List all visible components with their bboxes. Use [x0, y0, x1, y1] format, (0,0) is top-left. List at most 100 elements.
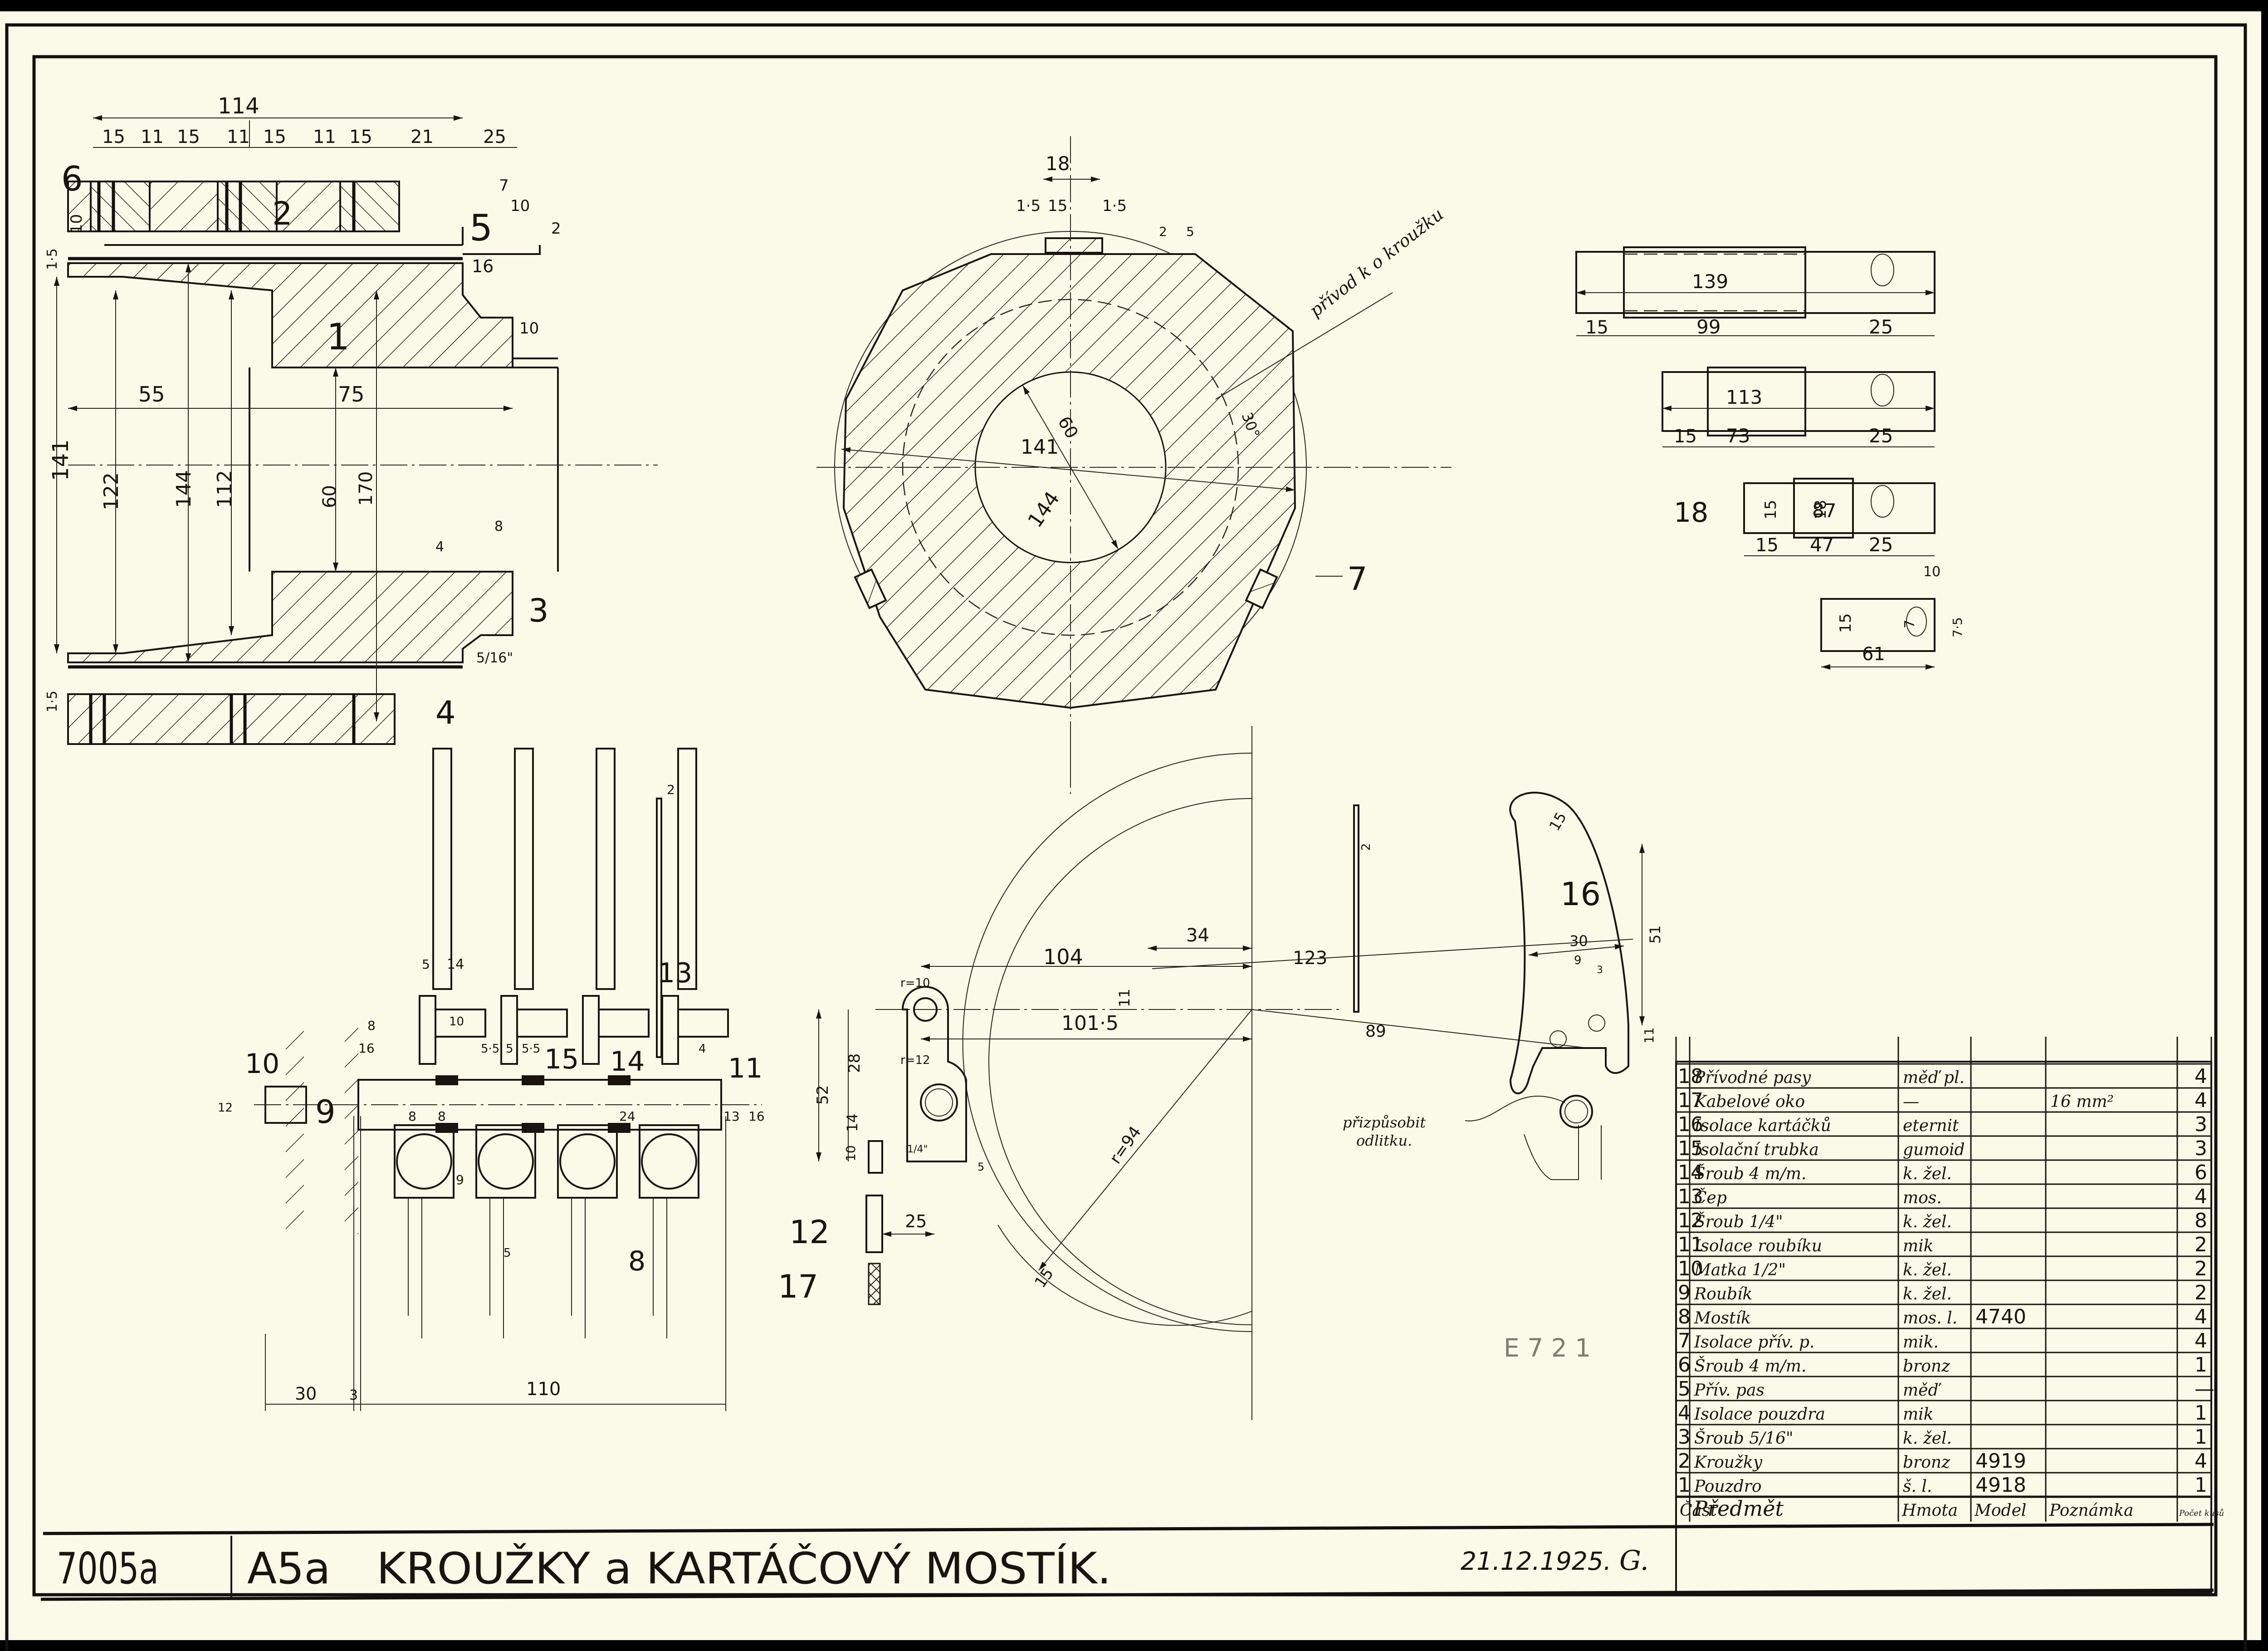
dim-114: 114 — [218, 93, 259, 119]
dim-2: 2 — [1159, 224, 1167, 239]
ins-dim-11: 11 — [1642, 1027, 1657, 1044]
ins-note-line1: přizpůsobit — [1343, 1114, 1426, 1131]
cell-item: Mostík — [1694, 1309, 1751, 1328]
cell-item: Isolační trubka — [1694, 1141, 1819, 1159]
cell-material: mik — [1903, 1405, 1933, 1424]
cell-material: mik — [1903, 1237, 1933, 1255]
cell-item: Isolace roubíku — [1694, 1237, 1822, 1255]
bridge-dim-2: 2 — [667, 782, 675, 797]
cell-material: eternit — [1903, 1117, 1959, 1135]
cell-material: bronz — [1903, 1453, 1950, 1472]
dim-chain-3: 11 — [227, 127, 250, 147]
dim-141: 141 — [48, 439, 73, 481]
bridge-dim-5-5b: 5·5 — [522, 1042, 540, 1056]
cell-material: š. l. — [1903, 1477, 1932, 1496]
cell-material: gumoid — [1903, 1141, 1965, 1159]
cell-part: 7 — [1678, 1329, 1691, 1352]
cell-part: 17 — [1678, 1089, 1703, 1112]
cell-material: k. žel. — [1903, 1429, 1952, 1448]
cell-qty: 8 — [2195, 1209, 2207, 1232]
cell-qty: 4 — [2195, 1305, 2207, 1328]
bridge-dim-5: 5 — [422, 957, 430, 972]
strip2-mid: 73 — [1726, 425, 1750, 447]
bridge-dim-8c: 8 — [438, 1109, 446, 1124]
cell-part: 3 — [1678, 1426, 1691, 1449]
cell-model: 4918 — [1975, 1474, 2026, 1497]
arc-dim-11: 11 — [1116, 989, 1133, 1007]
part-label-16: 16 — [1560, 876, 1601, 913]
dim-10a: 10 — [510, 197, 530, 215]
part-label-11: 11 — [728, 1053, 763, 1084]
table-header-model: Model — [1974, 1501, 2026, 1520]
bridge-dim-5-5a: 5·5 — [481, 1042, 499, 1056]
table-header-item: Předmět — [1693, 1496, 1784, 1521]
cell-item: Přívodné pasy — [1694, 1068, 1811, 1087]
bridge-dim-9: 9 — [456, 1172, 464, 1187]
ins-dim-51: 51 — [1647, 925, 1664, 944]
dim-18: 18 — [1046, 152, 1070, 175]
dim-55: 55 — [138, 382, 165, 407]
cell-note: 16 mm² — [2050, 1093, 2114, 1111]
cell-qty: 3 — [2195, 1137, 2207, 1160]
dim-left-1-5a: 1·5 — [44, 248, 60, 270]
dim-16: 16 — [472, 256, 494, 276]
bridge-dim-12: 12 — [218, 1101, 233, 1115]
arc-dim-52: 52 — [814, 1085, 832, 1105]
cell-material: k. žel. — [1903, 1261, 1952, 1279]
cell-qty: 4 — [2195, 1089, 2207, 1112]
arc-dim-28: 28 — [846, 1053, 864, 1073]
section-view-labels: 6 2 1 5 3 4 114 15 11 15 11 15 11 15 21 … — [44, 93, 561, 731]
cell-part: 12 — [1678, 1209, 1703, 1232]
strip3-mid: 47 — [1810, 534, 1834, 556]
cell-item: Přív. pas — [1694, 1381, 1765, 1400]
strip2-left: 15 — [1674, 426, 1697, 447]
cell-item: Isolace přív. p. — [1694, 1333, 1814, 1352]
cell-material: bronz — [1903, 1357, 1950, 1376]
cell-part: 18 — [1678, 1065, 1703, 1088]
bridge-dim-110: 110 — [526, 1379, 561, 1400]
ins-dim-9: 9 — [1574, 954, 1582, 967]
cell-part: 6 — [1678, 1353, 1691, 1377]
drawing-signature: G. — [1619, 1545, 1649, 1577]
dim-112: 112 — [213, 470, 236, 508]
cell-material: měď — [1903, 1381, 1941, 1400]
arc-dim-123: 123 — [1293, 948, 1327, 969]
dim-chain-5: 11 — [313, 127, 336, 147]
cell-material: — — [1903, 1093, 1919, 1111]
arc-view — [816, 726, 1645, 1420]
cell-part: 8 — [1678, 1305, 1691, 1328]
dim-122: 122 — [100, 472, 123, 510]
bridge-view — [254, 748, 762, 1411]
bridge-dim-5b: 5 — [506, 1042, 513, 1056]
ins-dim-30: 30 — [1569, 932, 1588, 950]
cell-material: měď pl. — [1903, 1068, 1965, 1087]
cell-part: 14 — [1678, 1161, 1703, 1184]
strip2-length: 113 — [1726, 386, 1762, 408]
part-label-13: 13 — [658, 957, 692, 989]
cell-item: Kabelové oko — [1694, 1093, 1805, 1111]
dim-5: 5 — [1186, 224, 1194, 239]
cell-item: Roubík — [1694, 1285, 1752, 1303]
cell-part: 4 — [1678, 1401, 1691, 1425]
dim-8: 8 — [494, 519, 503, 534]
faint-stamp: E 7 2 1 — [1504, 1333, 1591, 1362]
part-label-12: 12 — [789, 1214, 830, 1251]
cell-qty: 1 — [2195, 1401, 2207, 1425]
arc-dim-104: 104 — [1043, 945, 1083, 969]
section-view — [54, 115, 658, 745]
bridge-dim-14: 14 — [447, 956, 464, 972]
insulator-view-labels: 16 2 15 30 51 9 3 11 přizpůsobit odlitku… — [1343, 809, 1664, 1149]
dim-chain-0: 15 — [102, 127, 125, 147]
